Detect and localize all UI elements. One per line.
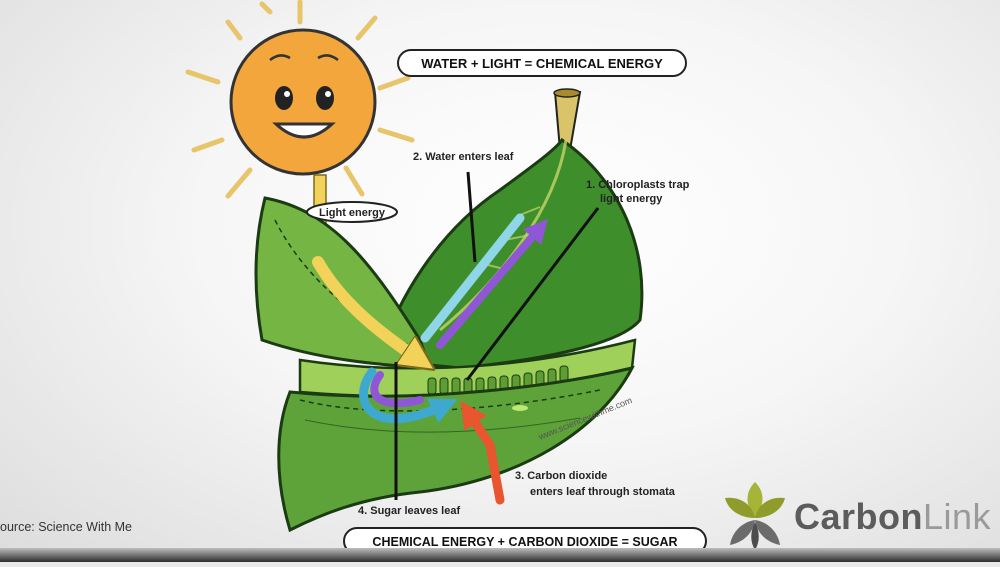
equation-top-text: WATER + LIGHT = CHEMICAL ENERGY bbox=[421, 56, 663, 71]
water-arrow bbox=[420, 213, 525, 343]
chloroplasts-label-line1: 1. Chloroplasts trap bbox=[586, 179, 690, 191]
source-caption: ource: Science With Me bbox=[0, 520, 132, 534]
equation-bottom: CHEMICAL ENERGY + CARBON DIOXIDE = SUGAR bbox=[343, 527, 707, 555]
carbonlink-logo-icon bbox=[725, 482, 785, 550]
light-energy-arrow bbox=[312, 256, 420, 360]
logo-part-carbon: Carbon bbox=[794, 496, 923, 537]
sugar-arrow-loop bbox=[370, 371, 424, 408]
water-pointer-line bbox=[466, 171, 477, 263]
light-energy-label: Light energy bbox=[306, 201, 398, 223]
co2-label-line2: enters leaf through stomata bbox=[530, 486, 676, 498]
water-enters-label: 2. Water enters leaf bbox=[413, 151, 514, 163]
chloroplasts-label-line2: light energy bbox=[600, 193, 663, 205]
leaf-upper-flap bbox=[254, 196, 433, 370]
equation-bottom-text: CHEMICAL ENERGY + CARBON DIOXIDE = SUGAR bbox=[372, 535, 677, 549]
screen-bottom-bezel bbox=[0, 548, 1000, 562]
co2-arrow bbox=[460, 400, 505, 505]
leaf-stem bbox=[553, 91, 582, 151]
svg-text:Light energy: Light energy bbox=[319, 207, 386, 219]
main-leaf bbox=[378, 137, 644, 370]
sugar-leaves-label: 4. Sugar leaves leaf bbox=[358, 505, 460, 517]
carbonlink-logo-text: CarbonLink bbox=[794, 496, 991, 538]
sun-icon bbox=[185, 0, 415, 199]
co2-label-line1: 3. Carbon dioxide bbox=[515, 470, 607, 482]
sugar-arrow-up bbox=[436, 218, 548, 349]
chloroplast-pointer-line bbox=[465, 207, 600, 381]
equation-top: WATER + LIGHT = CHEMICAL ENERGY bbox=[397, 49, 687, 77]
water-cycle-arrow bbox=[359, 367, 458, 424]
logo-part-link: Link bbox=[923, 496, 992, 537]
